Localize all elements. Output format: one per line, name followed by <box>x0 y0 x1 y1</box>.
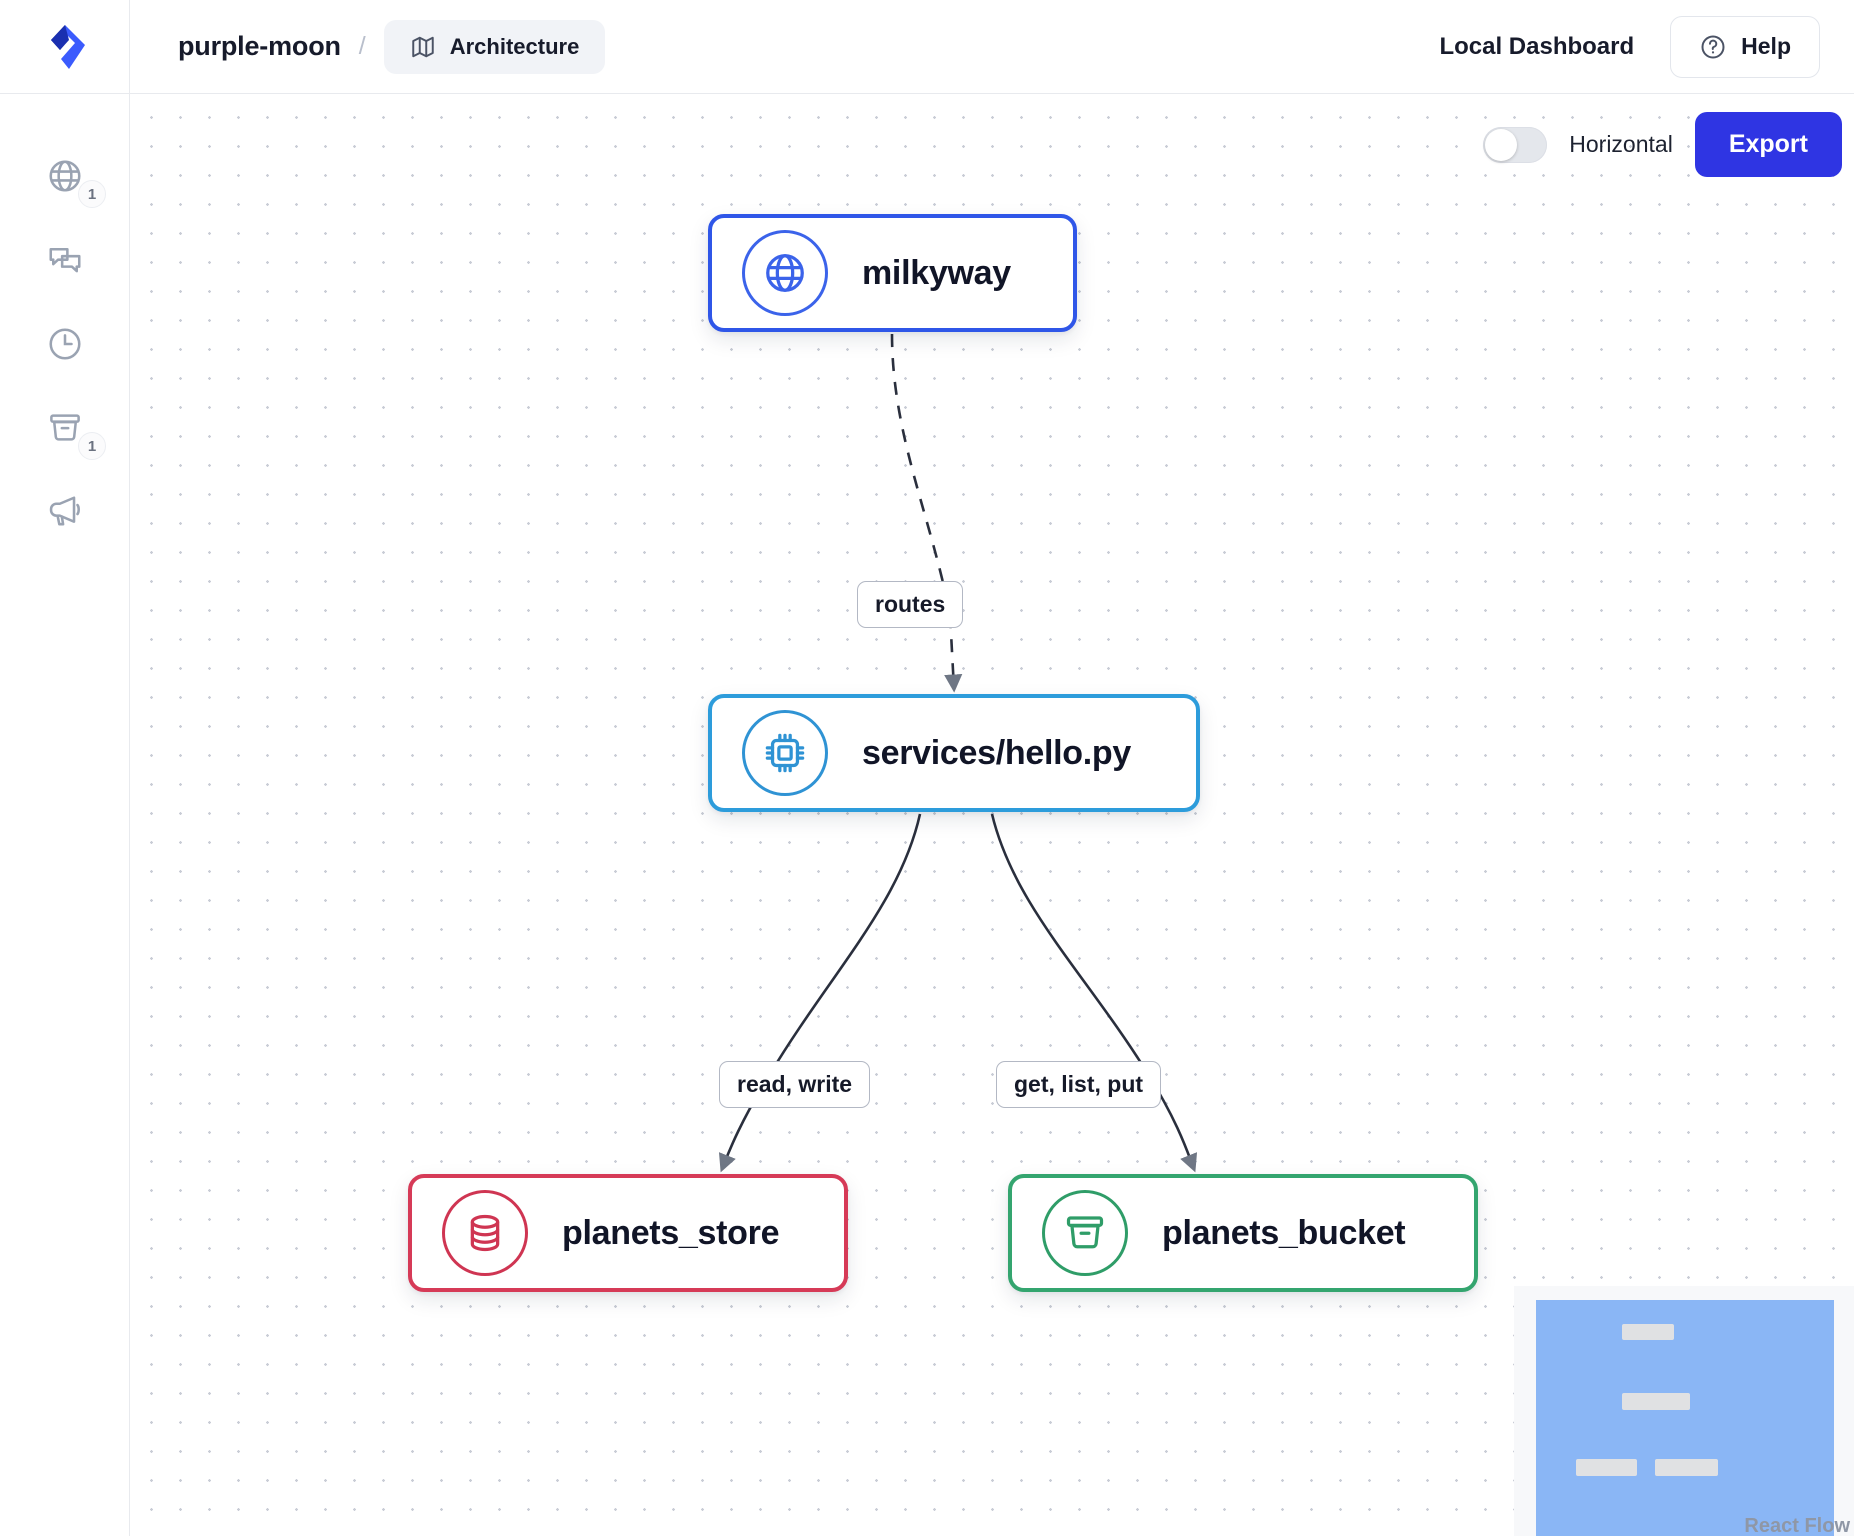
canvas-toolbar: Horizontal Export <box>1483 112 1842 177</box>
node-milkyway-icon-ring <box>742 230 828 316</box>
sidebar-badge-storage: 1 <box>78 432 106 460</box>
clock-icon <box>49 328 81 360</box>
minimap-node <box>1655 1459 1718 1476</box>
node-service-label: services/hello.py <box>862 733 1131 772</box>
map-icon <box>412 36 434 57</box>
export-button[interactable]: Export <box>1694 112 1842 177</box>
edge-milkyway-service <box>890 333 963 693</box>
tab-architecture-label: Architecture <box>449 33 580 59</box>
node-milkyway-label: milkyway <box>862 253 1011 292</box>
globe-icon <box>49 160 81 192</box>
help-button[interactable]: Help <box>1670 15 1820 78</box>
node-store-icon-ring <box>442 1190 528 1276</box>
help-label: Help <box>1741 33 1791 59</box>
node-store-label: planets_store <box>562 1213 780 1252</box>
top-header: purple-moon / Architecture Local Dashboa… <box>0 0 1854 94</box>
question-circle-icon <box>1701 35 1725 58</box>
app-logo-icon <box>50 24 85 69</box>
node-bucket-label: planets_bucket <box>1162 1213 1406 1252</box>
node-bucket-icon-ring <box>1042 1190 1128 1276</box>
edge-service-store <box>718 813 922 1173</box>
sidebar-item-announcements[interactable] <box>0 470 130 554</box>
minimap-viewport[interactable] <box>1536 1300 1834 1536</box>
edge-label-get-list-put[interactable]: get, list, put <box>996 1061 1162 1108</box>
left-sidebar: 1 1 <box>0 94 130 1536</box>
horizontal-toggle-label: Horizontal <box>1569 131 1673 157</box>
node-milkyway[interactable]: milkyway <box>708 214 1077 332</box>
header-actions: Local Dashboard Help <box>1439 15 1854 78</box>
edge-label-read-write[interactable]: read, write <box>719 1061 871 1108</box>
edge-label-routes[interactable]: routes <box>857 581 964 628</box>
sidebar-item-schedules[interactable] <box>0 302 130 386</box>
chat-icon <box>49 247 81 273</box>
megaphone-icon <box>49 496 80 526</box>
sidebar-item-endpoints[interactable]: 1 <box>0 134 130 218</box>
minimap-node <box>1622 1324 1674 1340</box>
node-service-icon-ring <box>742 710 828 796</box>
minimap[interactable]: React Flow <box>1514 1286 1854 1536</box>
toggle-knob <box>1485 128 1518 161</box>
bucket-icon <box>1066 1216 1104 1249</box>
cpu-icon <box>765 733 805 773</box>
breadcrumb-separator: / <box>358 32 366 60</box>
architecture-canvas[interactable]: Horizontal Export routes read, write get… <box>130 94 1854 1536</box>
sidebar-item-storage[interactable]: 1 <box>0 386 130 470</box>
react-flow-attribution[interactable]: React Flow <box>1744 1515 1850 1536</box>
node-services-hello-py[interactable]: services/hello.py <box>708 694 1200 812</box>
local-dashboard-label: Local Dashboard <box>1439 32 1635 60</box>
minimap-node <box>1622 1393 1690 1410</box>
horizontal-layout-toggle[interactable] <box>1483 126 1548 163</box>
minimap-node <box>1576 1459 1637 1476</box>
sidebar-badge-endpoints: 1 <box>78 180 106 208</box>
database-icon <box>470 1214 500 1252</box>
node-planets-store[interactable]: planets_store <box>408 1174 848 1292</box>
app-logo[interactable] <box>0 0 130 94</box>
bucket-icon <box>50 414 80 441</box>
sidebar-item-messages[interactable] <box>0 218 130 302</box>
globe-icon <box>766 254 804 292</box>
project-name[interactable]: purple-moon <box>178 31 341 61</box>
tab-architecture[interactable]: Architecture <box>383 19 606 74</box>
edge-service-bucket <box>990 813 1198 1173</box>
node-planets-bucket[interactable]: planets_bucket <box>1008 1174 1478 1292</box>
